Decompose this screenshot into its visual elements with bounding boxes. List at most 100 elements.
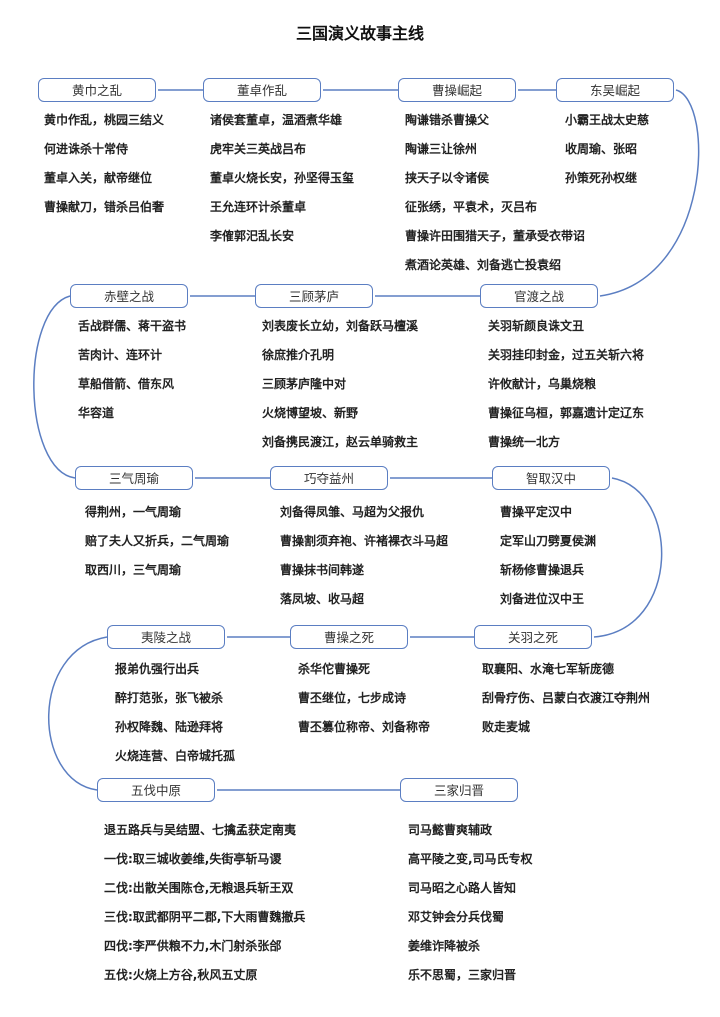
stage-items: 司马懿曹爽辅政高平陵之变,司马氏专权司马昭之心路人皆知邓艾钟会分兵伐蜀姜维诈降被…: [408, 822, 533, 996]
stage-item: 乐不思蜀，三家归晋: [408, 968, 517, 982]
stage-item: 曹操统一北方: [488, 435, 561, 449]
stage-item: 二伐:出散关围陈仓,无粮退兵斩王双: [104, 881, 294, 895]
stage-node: 黄巾之乱: [38, 78, 156, 102]
stage-item: 小霸王战太史慈: [565, 113, 650, 127]
connector: [33, 295, 76, 479]
stage-node: 五伐中原: [97, 778, 215, 802]
stage-item: 取西川，三气周瑜: [85, 563, 182, 577]
connector: [593, 477, 663, 638]
stage-item: 徐庶推介孔明: [262, 348, 335, 362]
stage-item: 许攸献计，乌巢烧粮: [488, 377, 597, 391]
stage-item: 曹丕继位，七步成诗: [298, 691, 407, 705]
stage-item: 草船借箭、借东风: [78, 377, 175, 391]
stage-item: 曹操征乌桓，郭嘉遗计定辽东: [488, 406, 645, 420]
stage-item: 刮骨疗伤、吕蒙白衣渡江夺荆州: [482, 691, 651, 705]
stage-item: 退五路兵与吴结盟、七擒孟获定南夷: [104, 823, 297, 837]
stage-item: 虎牢关三英战吕布: [210, 142, 307, 156]
stage-item: 杀华佗曹操死: [298, 662, 371, 676]
stage-node: 夷陵之战: [107, 625, 225, 649]
stage-item: 定军山刀劈夏侯渊: [500, 534, 597, 548]
stage-item: 王允连环计杀董卓: [210, 200, 307, 214]
stage-item: 黄巾作乱，桃园三结义: [44, 113, 165, 127]
stage-item: 孙权降魏、陆逊拜将: [115, 720, 224, 734]
stage-item: 关羽斩颜良诛文丑: [488, 319, 585, 333]
stage-item: 五伐:火烧上方谷,秋风五丈原: [104, 968, 258, 982]
stage-node: 智取汉中: [492, 466, 610, 490]
stage-item: 斩杨修曹操退兵: [500, 563, 585, 577]
stage-item: 报弟仇强行出兵: [115, 662, 200, 676]
stage-items: 刘表废长立幼，刘备跃马檀溪徐庶推介孔明三顾茅庐隆中对火烧博望坡、新野刘备携民渡江…: [262, 318, 418, 463]
connector: [48, 636, 108, 791]
stage-item: 孙策死孙权继: [565, 171, 638, 185]
stage-item: 华容道: [78, 406, 115, 420]
stage-items: 舌战群儒、蒋干盗书苦肉计、连环计草船借箭、借东风华容道: [78, 318, 186, 434]
stage-item: 曹操献刀，错杀吕伯奢: [44, 200, 165, 214]
stage-node: 三顾茅庐: [255, 284, 373, 308]
stage-item: 邓艾钟会分兵伐蜀: [408, 910, 505, 924]
stage-item: 诸侯套董卓，温酒煮华雄: [210, 113, 343, 127]
stage-item: 曹操割须弃袍、许褚裸衣斗马超: [280, 534, 449, 548]
stage-item: 刘表废长立幼，刘备跃马檀溪: [262, 319, 419, 333]
stage-item: 司马懿曹爽辅政: [408, 823, 493, 837]
stage-item: 赔了夫人又折兵，二气周瑜: [85, 534, 230, 548]
stage-items: 退五路兵与吴结盟、七擒孟获定南夷一伐:取三城收姜维,失街亭斩马谡二伐:出散关围陈…: [104, 822, 305, 996]
stage-items: 刘备得凤雏、马超为父报仇曹操割须弃袍、许褚裸衣斗马超曹操抹书间韩遂落凤坡、收马超: [280, 504, 448, 620]
stage-items: 黄巾作乱，桃园三结义何进诛杀十常侍董卓入关，献帝继位曹操献刀，错杀吕伯奢: [44, 112, 164, 228]
stage-node: 三家归晋: [400, 778, 518, 802]
stage-item: 三伐:取武都阴平二郡,下大雨曹魏撤兵: [104, 910, 306, 924]
stage-item: 姜维诈降被杀: [408, 939, 481, 953]
stage-item: 陶谦三让徐州: [405, 142, 478, 156]
diagram-title: 三国演义故事主线: [295, 24, 424, 43]
stage-item: 刘备携民渡江，赵云单骑救主: [262, 435, 419, 449]
stage-item: 败走麦城: [482, 720, 531, 734]
stage-item: 火烧博望坡、新野: [262, 406, 359, 420]
stage-items: 曹操平定汉中定军山刀劈夏侯渊斩杨修曹操退兵刘备进位汉中王: [500, 504, 596, 620]
stage-item: 曹操平定汉中: [500, 505, 573, 519]
stage-item: 李傕郭汜乱长安: [210, 229, 295, 243]
stage-items: 诸侯套董卓，温酒煮华雄虎牢关三英战吕布董卓火烧长安，孙坚得玉玺王允连环计杀董卓李…: [210, 112, 354, 257]
stage-item: 苦肉计、连环计: [78, 348, 163, 362]
stage-item: 董卓入关，献帝继位: [44, 171, 153, 185]
stage-items: 得荆州，一气周瑜赔了夫人又折兵，二气周瑜取西川，三气周瑜: [85, 504, 229, 591]
stage-item: 司马昭之心路人皆知: [408, 881, 517, 895]
stage-item: 三顾茅庐隆中对: [262, 377, 347, 391]
stage-item: 征张绣，平袁术，灭吕布: [405, 200, 538, 214]
stage-item: 曹操许田围猎天子，董承受衣带诏: [405, 229, 586, 243]
stage-item: 曹丕篡位称帝、刘备称帝: [298, 720, 431, 734]
stage-node: 东吴崛起: [556, 78, 674, 102]
stage-item: 关羽挂印封金，过五关斩六将: [488, 348, 645, 362]
stage-item: 取襄阳、水淹七军斩庞德: [482, 662, 615, 676]
stage-items: 小霸王战太史慈收周瑜、张昭孙策死孙权继: [565, 112, 649, 199]
connector: [599, 89, 700, 297]
stage-item: 火烧连营、白帝城托孤: [115, 749, 236, 763]
stage-item: 何进诛杀十常侍: [44, 142, 129, 156]
stage-item: 高平陵之变,司马氏专权: [408, 852, 533, 866]
stage-item: 董卓火烧长安，孙坚得玉玺: [210, 171, 355, 185]
stage-item: 刘备进位汉中王: [500, 592, 585, 606]
stage-node: 董卓作乱: [203, 78, 321, 102]
stage-item: 醉打范张，张飞被杀: [115, 691, 224, 705]
stage-item: 陶谦错杀曹操父: [405, 113, 490, 127]
stage-node: 巧夺益州: [270, 466, 388, 490]
stage-item: 煮酒论英雄、刘备逃亡投袁绍: [405, 258, 562, 272]
stage-item: 挟天子以令诸侯: [405, 171, 490, 185]
stage-node: 曹操之死: [290, 625, 408, 649]
stage-items: 报弟仇强行出兵醉打范张，张飞被杀孙权降魏、陆逊拜将火烧连营、白帝城托孤: [115, 661, 235, 777]
stage-item: 收周瑜、张昭: [565, 142, 638, 156]
stage-item: 得荆州，一气周瑜: [85, 505, 182, 519]
stage-node: 赤壁之战: [70, 284, 188, 308]
stage-items: 杀华佗曹操死曹丕继位，七步成诗曹丕篡位称帝、刘备称帝: [298, 661, 430, 748]
stage-items: 关羽斩颜良诛文丑关羽挂印封金，过五关斩六将许攸献计，乌巢烧粮曹操征乌桓，郭嘉遗计…: [488, 318, 644, 463]
stage-node: 三气周瑜: [75, 466, 193, 490]
stage-item: 落凤坡、收马超: [280, 592, 365, 606]
stage-item: 一伐:取三城收姜维,失街亭斩马谡: [104, 852, 282, 866]
stage-node: 曹操崛起: [398, 78, 516, 102]
stage-item: 四伐:李严供粮不力,木门射杀张郃: [104, 939, 282, 953]
stage-node: 官渡之战: [480, 284, 598, 308]
stage-items: 取襄阳、水淹七军斩庞德刮骨疗伤、吕蒙白衣渡江夺荆州败走麦城: [482, 661, 650, 748]
stage-item: 刘备得凤雏、马超为父报仇: [280, 505, 425, 519]
stage-node: 关羽之死: [474, 625, 592, 649]
stage-items: 陶谦错杀曹操父陶谦三让徐州挟天子以令诸侯征张绣，平袁术，灭吕布曹操许田围猎天子，…: [405, 112, 585, 286]
